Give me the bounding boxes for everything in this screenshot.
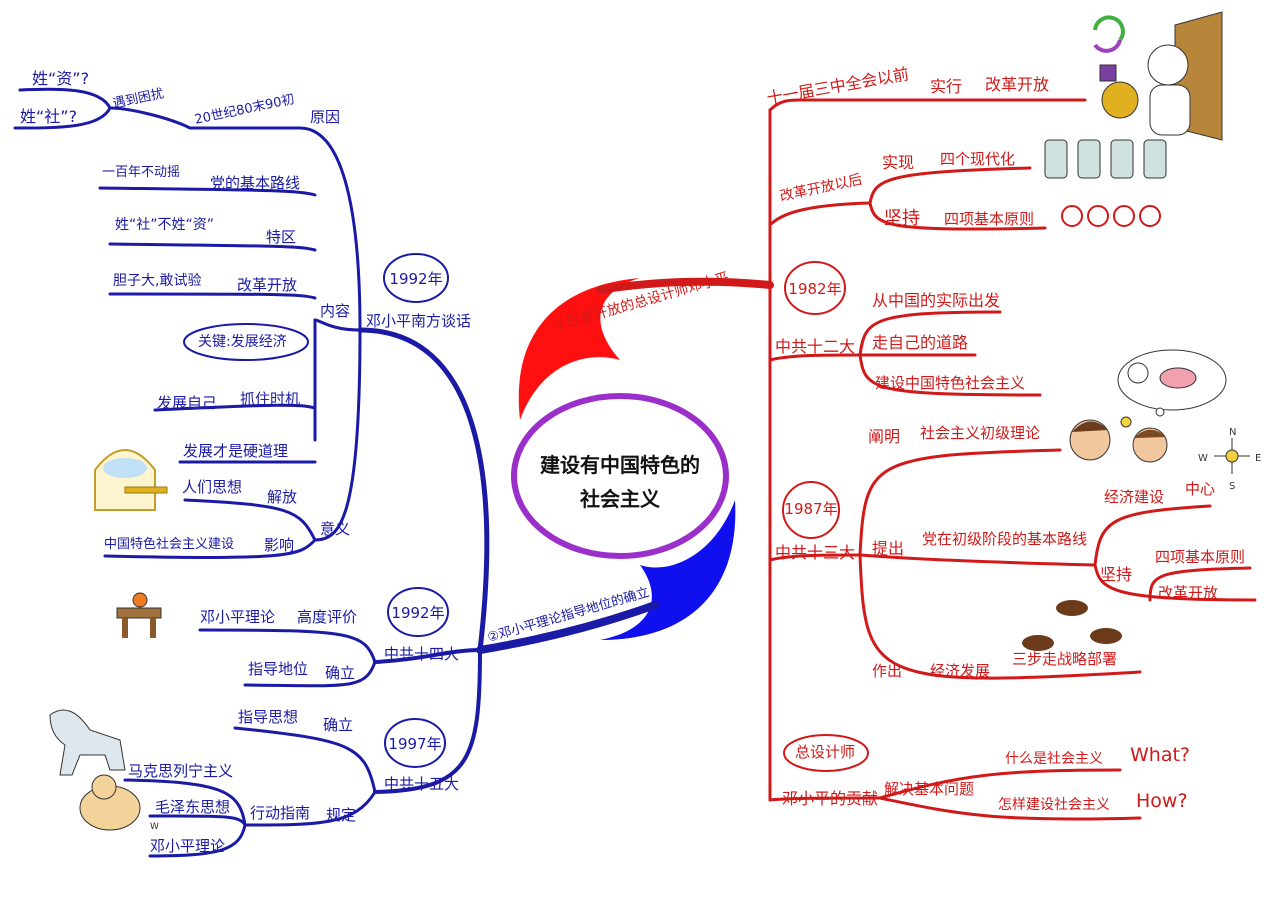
c15-guide-2: 毛泽东思想 <box>155 798 231 816</box>
compass-n: N <box>1229 427 1237 438</box>
after-insist-verb: 坚持 <box>884 208 920 229</box>
speech-year: 1992年 <box>389 270 443 288</box>
year-bubbles-left <box>183 253 449 768</box>
c14-year: 1992年 <box>391 604 445 622</box>
c15-establish-key: 确立 <box>323 716 354 734</box>
c13-insist-item-1: 四项基本原则 <box>1155 548 1246 566</box>
contribution-q2-en: How? <box>1136 790 1188 812</box>
before-verb: 实行 <box>930 77 963 96</box>
contribution-solve: 解决基本问题 <box>884 780 975 798</box>
contribution-label: 邓小平的贡献 <box>782 789 879 808</box>
c13-insist-key: 坚持 <box>1100 565 1133 584</box>
red-swirl <box>518 278 640 420</box>
after-insist-object: 四项基本原则 <box>944 210 1035 228</box>
after-realize-object: 四个现代化 <box>940 150 1016 168</box>
c12-item-3: 建设中国特色社会主义 <box>875 374 1026 392</box>
reason-q1: 姓“资”? <box>32 69 90 88</box>
c14-item-2-key: 确立 <box>325 664 356 682</box>
c13-center-key: 经济建设 <box>1104 488 1165 506</box>
c14-item-2-detail: 指导地位 <box>248 660 309 678</box>
c15-guide-1: 马克思列宁主义 <box>128 762 234 780</box>
center-line-1: 建设有中国特色的 <box>540 453 700 477</box>
c13-propose-verb: 提出 <box>872 539 905 558</box>
center-line-2: 社会主义 <box>580 487 660 511</box>
four-circles-icon <box>1061 205 1161 227</box>
center-topic: 建设有中国特色的 社会主义 <box>515 448 725 516</box>
reason-label: 原因 <box>310 108 341 126</box>
c15-regulate-key: 规定 <box>326 806 357 824</box>
c15-regulate-sub: 行动指南 <box>250 804 311 822</box>
content-item-2-detail: 姓“社”不姓“资” <box>115 217 215 233</box>
center-ellipse <box>511 393 729 559</box>
significance-item-2-detail: 中国特色社会主义建设 <box>104 537 235 552</box>
door-figure-icon <box>1093 11 1223 141</box>
c13-make-verb: 作出 <box>872 662 903 680</box>
content-item-4-key: 抓住时机 <box>240 390 301 408</box>
contribution-q1: 什么是社会主义 <box>1005 751 1103 767</box>
content-item-1-key: 党的基本路线 <box>210 174 301 192</box>
c13-center-detail: 中心 <box>1185 480 1216 498</box>
c13-insist-item-2: 改革开放 <box>1158 584 1219 602</box>
compass-icon <box>1214 438 1250 474</box>
content-item-4-detail: 发展自己 <box>157 394 218 412</box>
cat-compass-w: W <box>150 822 159 832</box>
content-item-3-detail: 胆子大,敢试验 <box>113 273 202 289</box>
after-realize-verb: 实现 <box>882 153 915 172</box>
speech-title: 邓小平南方谈话 <box>366 312 472 330</box>
blue-swirl <box>600 500 736 640</box>
c13-elaborate-verb: 阐明 <box>868 427 901 446</box>
c12-item-1: 从中国的实际出发 <box>872 291 1001 310</box>
compass-e: E <box>1255 453 1262 464</box>
content-item-2-key: 特区 <box>266 228 297 246</box>
c15-guide-3: 邓小平理论 <box>150 837 226 855</box>
year-bubbles-right <box>782 261 869 772</box>
content-truth: 发展才是硬道理 <box>183 442 289 460</box>
c13-propose-object: 党在初级阶段的基本路线 <box>922 530 1088 548</box>
spool-icons <box>1044 139 1167 179</box>
content-item-1-detail: 一百年不动摇 <box>102 165 181 180</box>
c15-year: 1997年 <box>388 735 442 753</box>
content-callout: 关键:发展经济 <box>198 334 287 350</box>
c13-elaborate-object: 社会主义初级理论 <box>920 424 1041 442</box>
content-item-3-key: 改革开放 <box>237 276 298 294</box>
c13-make-object: 经济发展 <box>930 662 991 680</box>
cat-icon <box>79 774 141 831</box>
c13-title: 中共十三大 <box>775 543 856 562</box>
compass-w: W <box>1198 453 1208 464</box>
significance-item-1-detail: 人们思想 <box>182 478 243 496</box>
c14-item-1-key: 高度评价 <box>297 608 358 626</box>
c15-establish-detail: 指导思想 <box>238 708 299 726</box>
horse-icon <box>49 709 126 776</box>
contribution-q2: 怎样建设社会主义 <box>998 797 1110 813</box>
significance-item-1-key: 解放 <box>267 488 298 506</box>
content-label: 内容 <box>320 302 351 320</box>
compass-s: S <box>1229 481 1236 492</box>
contribution-q1-en: What? <box>1130 744 1191 766</box>
before-object: 改革开放 <box>985 75 1050 94</box>
red-branches <box>596 98 1257 821</box>
contribution-tag: 总设计师 <box>795 743 856 761</box>
reason-q2: 姓“社”? <box>20 107 78 126</box>
birdcage-icon <box>94 449 168 511</box>
c13-year: 1987年 <box>784 500 838 518</box>
footprints-icon <box>1022 600 1122 651</box>
c13-make-detail: 三步走战略部署 <box>1012 650 1118 668</box>
c12-title: 中共十二大 <box>775 337 856 356</box>
c12-item-2: 走自己的道路 <box>872 333 969 352</box>
significance-item-2-key: 影响 <box>264 536 295 554</box>
c14-title: 中共十四大 <box>384 645 460 663</box>
c14-item-1-detail: 邓小平理论 <box>200 608 276 626</box>
significance-label: 意义 <box>320 520 351 538</box>
c15-title: 中共十五大 <box>384 775 460 793</box>
thought-bubble-icon <box>1117 349 1227 417</box>
stool-icon <box>116 592 162 638</box>
blue-branches <box>13 87 659 858</box>
c12-year: 1982年 <box>788 280 842 298</box>
two-people-icon <box>1069 416 1168 463</box>
